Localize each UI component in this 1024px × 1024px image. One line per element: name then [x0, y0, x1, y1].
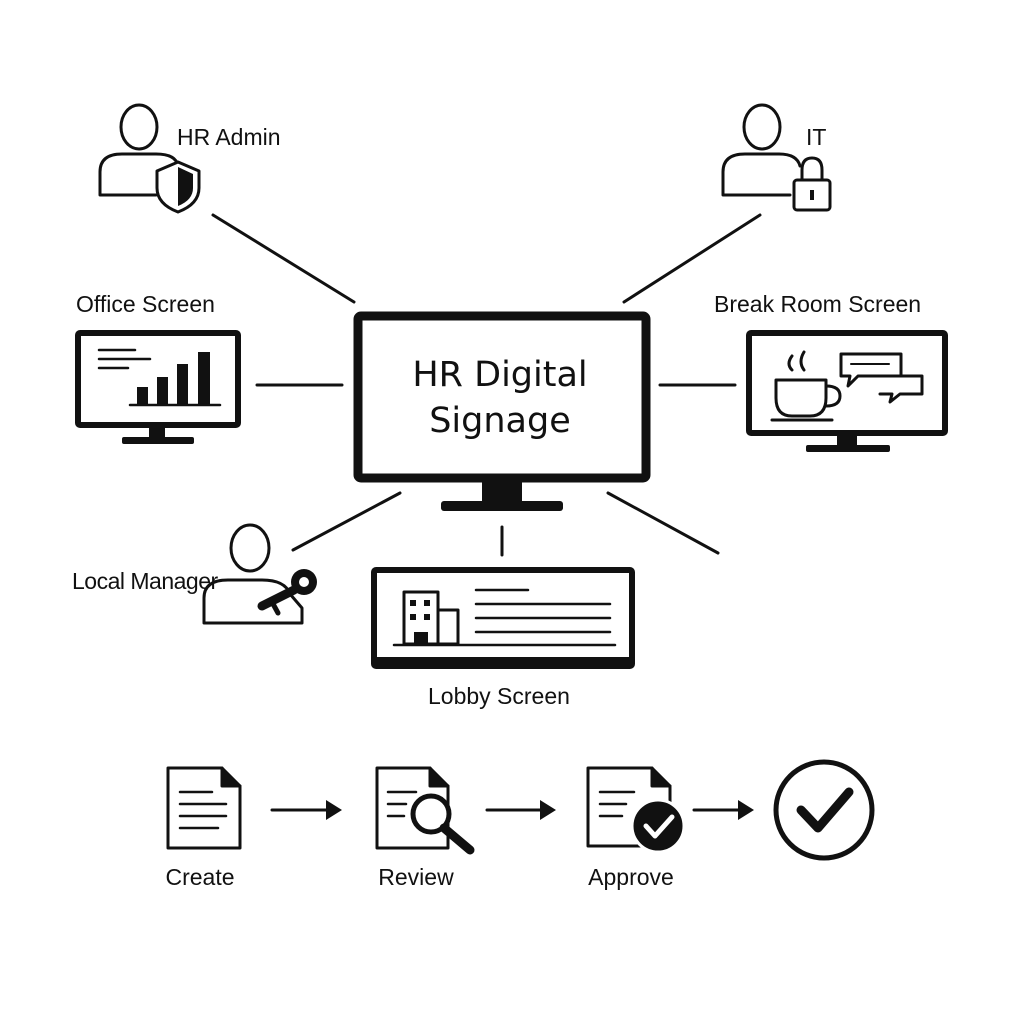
check-circle-ring — [773, 759, 875, 861]
screen-label-break-room: Break Room Screen — [714, 291, 922, 317]
arrow-right-icon — [692, 800, 754, 820]
document-outline — [166, 766, 242, 850]
user-head — [229, 523, 271, 573]
steam — [787, 354, 794, 372]
user-lock-icon — [721, 103, 832, 212]
user-head — [119, 103, 159, 151]
lobby-screen-monitor — [371, 567, 635, 669]
chat-bubble — [878, 374, 924, 404]
lock-keyhole — [810, 190, 814, 200]
door — [414, 632, 428, 644]
role-label-hr-admin: HR Admin — [177, 124, 281, 150]
coffee-cup-icon — [770, 350, 842, 422]
window — [410, 600, 416, 606]
workflow-step-approve: Approve — [588, 864, 674, 890]
magnifier-lens — [410, 793, 452, 835]
user-body — [98, 152, 180, 197]
building-icon — [392, 590, 617, 647]
building-annex — [436, 608, 460, 646]
chart-bar — [137, 387, 148, 404]
role-label-local-manager: Local Manager — [72, 568, 218, 594]
lobby-text-lines — [474, 588, 612, 634]
document-fold — [650, 766, 672, 788]
lock-shackle — [800, 156, 824, 182]
arrow-right-icon — [270, 800, 342, 820]
break-room-screen-monitor — [746, 330, 948, 452]
chat-bubbles-icon — [839, 352, 924, 404]
screen-label-lobby: Lobby Screen — [428, 683, 570, 709]
steam — [799, 350, 806, 372]
key-icon — [257, 569, 317, 616]
office-screen-neck — [149, 425, 165, 437]
central-monitor-base — [441, 501, 563, 511]
chart-bar — [177, 364, 188, 404]
key-tooth — [269, 599, 281, 616]
user-body — [721, 152, 802, 197]
screen-label-office: Office Screen — [76, 291, 215, 317]
role-label-it: IT — [806, 124, 827, 150]
office-screen-base — [122, 437, 194, 444]
window — [424, 600, 430, 606]
break-room-screen-base — [806, 445, 890, 452]
lobby-screen-bezel — [371, 567, 635, 669]
check-circle-icon — [773, 759, 875, 861]
check-mark — [643, 814, 675, 839]
connector-hr-admin — [211, 213, 356, 304]
connector-local-manager — [291, 491, 402, 552]
connectors — [211, 213, 762, 557]
document-fold — [428, 766, 450, 788]
center-title-line2: Signage — [429, 401, 571, 441]
break-room-screen-bezel — [746, 330, 948, 436]
chat-bubble — [839, 352, 903, 388]
bar-chart-icon — [97, 348, 222, 407]
document-check-icon — [586, 766, 686, 854]
connector-lower-right — [606, 491, 720, 555]
key-hole — [299, 577, 309, 587]
check-badge — [630, 798, 686, 854]
magnifier-handle — [439, 823, 475, 855]
connector-it — [622, 213, 762, 304]
check-mark — [796, 787, 854, 833]
user-shield-icon — [98, 103, 201, 214]
central-monitor-bezel — [353, 311, 651, 483]
chart-bar — [157, 377, 168, 404]
cup-handle — [824, 384, 842, 408]
document-search-icon — [375, 766, 475, 855]
workflow-step-create: Create — [165, 864, 235, 890]
document-icon — [166, 766, 242, 850]
central-monitor-neck — [482, 478, 522, 502]
window — [410, 614, 416, 620]
central-monitor — [353, 311, 651, 511]
user-key-icon — [202, 523, 317, 625]
shield-half-fill — [178, 167, 193, 206]
chart-bar — [198, 352, 210, 404]
document-fold — [220, 766, 242, 788]
user-head — [742, 103, 782, 151]
workflow-step-review: Review — [378, 864, 454, 890]
cup — [774, 378, 828, 418]
center-title-line1: HR Digital — [412, 355, 588, 395]
office-screen-monitor — [75, 330, 241, 444]
user-body — [202, 578, 304, 625]
break-room-screen-neck — [837, 433, 857, 445]
window — [424, 614, 430, 620]
key-shaft — [257, 585, 299, 611]
arrow-right-icon — [485, 800, 556, 820]
